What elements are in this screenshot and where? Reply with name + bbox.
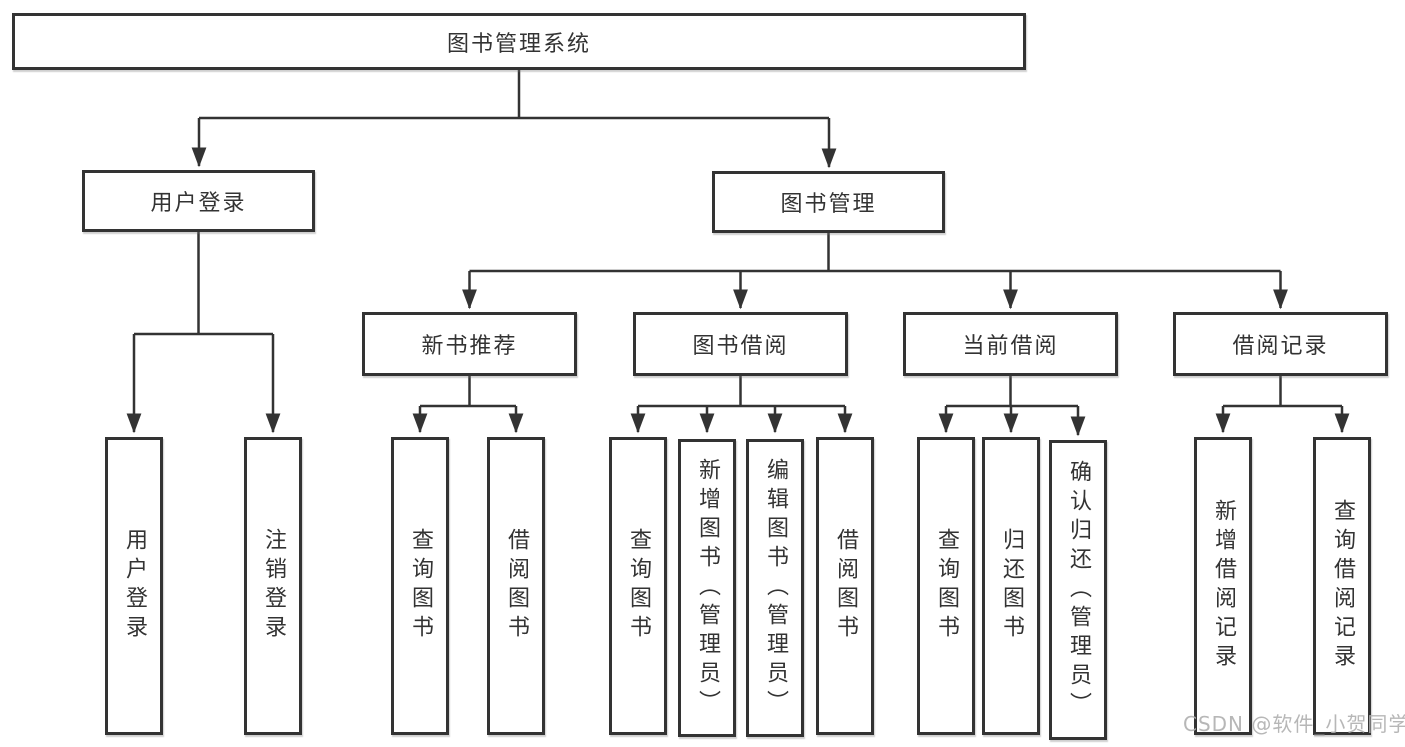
leaf-user-login: 用户登录	[105, 437, 163, 735]
leaf-bor-edit-book-label: 编辑图书（管理员）	[763, 457, 788, 719]
leaf-rec2-query-record: 查询借阅记录	[1313, 437, 1371, 735]
node-new-book-rec: 新书推荐	[362, 312, 577, 376]
node-new-book-rec-label: 新书推荐	[421, 334, 518, 359]
node-root-label: 图书管理系统	[446, 31, 591, 57]
node-root: 图书管理系统	[12, 13, 1026, 70]
node-current-borrow-label: 当前借阅	[962, 334, 1059, 359]
node-borrow-record: 借阅记录	[1173, 312, 1388, 376]
leaf-bor-add-book: 新增图书（管理员）	[678, 439, 736, 737]
leaf-cur-return-book: 归还图书	[982, 437, 1040, 735]
leaf-cur-query-book-label: 查询图书	[934, 528, 959, 644]
node-book-mgmt-label: 图书管理	[780, 192, 877, 217]
node-current-borrow: 当前借阅	[903, 312, 1118, 376]
leaf-bor-query-book: 查询图书	[609, 437, 667, 735]
leaf-rec2-add-record-label: 新增借阅记录	[1211, 499, 1236, 673]
node-user-login-label: 用户登录	[150, 191, 247, 216]
leaf-logout: 注销登录	[244, 437, 302, 735]
leaf-bor-borrow-book: 借阅图书	[816, 437, 874, 735]
leaf-cur-confirm-return: 确认归还（管理员）	[1049, 440, 1107, 740]
node-book-borrow-label: 图书借阅	[692, 334, 789, 359]
leaf-cur-query-book: 查询图书	[917, 437, 975, 735]
node-user-login: 用户登录	[82, 170, 315, 232]
node-book-mgmt: 图书管理	[712, 171, 945, 233]
leaf-bor-edit-book: 编辑图书（管理员）	[746, 439, 804, 737]
leaf-bor-query-book-label: 查询图书	[626, 528, 651, 644]
leaf-bor-add-book-label: 新增图书（管理员）	[695, 457, 720, 719]
leaf-cur-confirm-return-label: 确认归还（管理员）	[1066, 459, 1091, 721]
node-book-borrow: 图书借阅	[633, 312, 848, 376]
node-borrow-record-label: 借阅记录	[1232, 334, 1329, 359]
leaf-rec-borrow-book: 借阅图书	[487, 437, 545, 735]
leaf-rec2-add-record: 新增借阅记录	[1194, 437, 1252, 735]
leaf-rec-query-book-label: 查询图书	[408, 528, 433, 644]
leaf-rec-query-book: 查询图书	[391, 437, 449, 735]
leaf-user-login-label: 用户登录	[122, 528, 147, 644]
leaf-logout-label: 注销登录	[261, 528, 286, 644]
leaf-cur-return-book-label: 归还图书	[999, 528, 1024, 644]
leaf-rec2-query-record-label: 查询借阅记录	[1330, 499, 1355, 673]
leaf-bor-borrow-book-label: 借阅图书	[833, 528, 858, 644]
csdn-watermark: CSDN @软件_小贺同学	[1183, 712, 1405, 736]
leaf-rec-borrow-book-label: 借阅图书	[504, 528, 529, 644]
